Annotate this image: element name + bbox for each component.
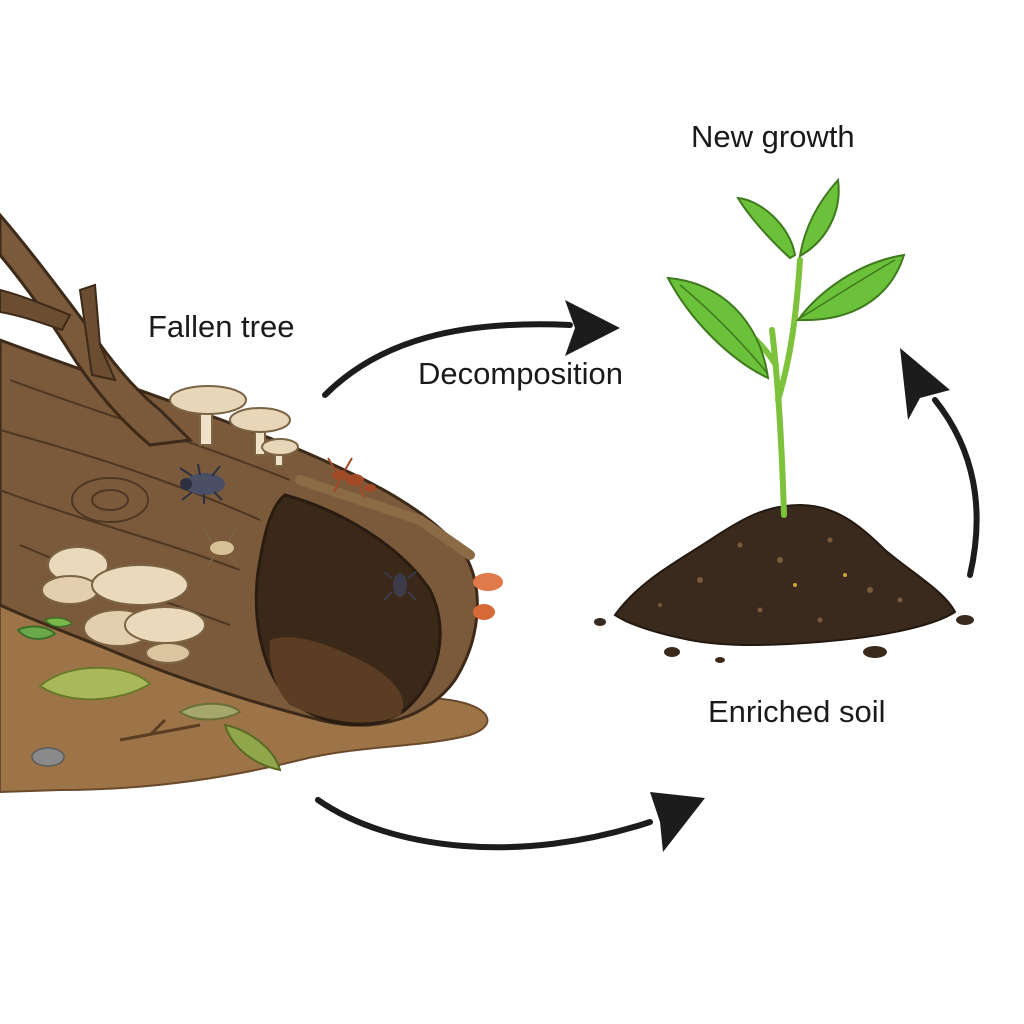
arrow-soil-to-growth bbox=[900, 348, 977, 575]
leaf-left bbox=[668, 278, 768, 378]
seedling bbox=[668, 180, 904, 515]
label-decomposition: Decomposition bbox=[418, 358, 623, 389]
label-fallen-tree: Fallen tree bbox=[148, 311, 294, 342]
arrow-tree-to-soil bbox=[318, 792, 705, 852]
pebble bbox=[32, 748, 64, 766]
leaf-top-right bbox=[800, 180, 839, 256]
seedling-stem bbox=[730, 260, 800, 515]
label-new-growth: New growth bbox=[691, 121, 855, 152]
soil-mound bbox=[615, 505, 955, 645]
label-enriched-soil: Enriched soil bbox=[708, 696, 885, 727]
leaf-top-left bbox=[738, 198, 795, 258]
